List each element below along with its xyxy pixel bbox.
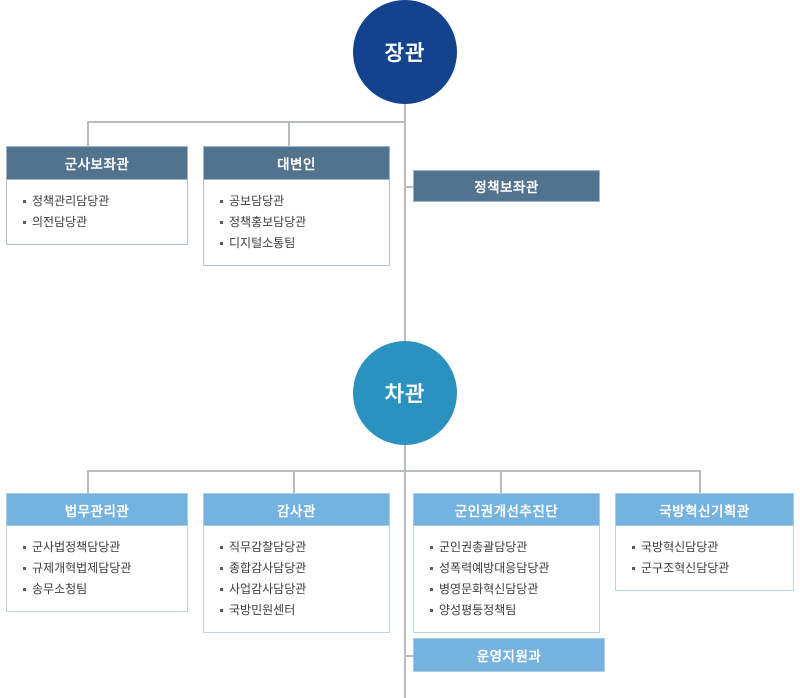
org-box-human-rights[interactable]: 군인권개선추진단 군인권총괄담당관 성폭력예방대응담당관 병영문화혁신담당관 양… xyxy=(413,493,600,633)
org-box-defense-innovation[interactable]: 국방혁신기획관 국방혁신담당관 군구조혁신담당관 xyxy=(615,493,794,591)
list-item: 군인권총괄담당관 xyxy=(430,537,591,558)
connector-drop-defense-innovation xyxy=(699,470,701,494)
connector-drop-human-rights xyxy=(500,470,502,494)
org-box-military-aide-header[interactable]: 군사보좌관 xyxy=(6,146,188,180)
list-item: 공보담당관 xyxy=(220,191,381,212)
connector-bus-minister xyxy=(87,121,405,123)
org-box-operations-support[interactable]: 운영지원과 xyxy=(413,638,605,672)
org-box-military-aide[interactable]: 군사보좌관 정책관리담당관 의전담당관 xyxy=(6,146,188,245)
org-box-policy-adviser[interactable]: 정책보좌관 xyxy=(413,170,600,202)
connector-drop-military-aide xyxy=(87,121,89,147)
org-box-policy-adviser-title: 정책보좌관 xyxy=(474,180,539,196)
org-box-inspector[interactable]: 감사관 직무감찰담당관 종합감사담당관 사업감사담당관 국방민원센터 xyxy=(203,493,390,633)
list-item: 군사법정책담당관 xyxy=(23,537,179,558)
node-vice-minister-label: 차관 xyxy=(384,382,426,406)
org-box-operations-support-header[interactable]: 운영지원과 xyxy=(413,638,605,672)
org-box-spokesperson-body: 공보담당관 정책홍보담당관 디지털소통팀 xyxy=(203,180,390,266)
list-item: 의전담당관 xyxy=(23,212,179,233)
org-box-inspector-title: 감사관 xyxy=(277,503,316,520)
org-box-legal-affairs[interactable]: 법무관리관 군사법정책담당관 규제개혁법제담당관 송무소청팀 xyxy=(6,493,188,612)
connector-trunk-vice-minister xyxy=(404,444,406,698)
connector-drop-spokesperson xyxy=(288,121,290,147)
list-item: 규제개혁법제담당관 xyxy=(23,558,179,579)
list-item: 사업감사담당관 xyxy=(220,579,381,600)
node-vice-minister[interactable]: 차관 xyxy=(353,341,457,445)
org-box-military-aide-list: 정책관리담당관 의전담당관 xyxy=(7,191,187,233)
connector-stub-operations-support xyxy=(404,655,414,657)
list-item: 병영문화혁신담당관 xyxy=(430,579,591,600)
list-item: 종합감사담당관 xyxy=(220,558,381,579)
org-box-policy-adviser-header[interactable]: 정책보좌관 xyxy=(413,170,600,202)
org-box-inspector-header[interactable]: 감사관 xyxy=(203,493,390,526)
org-box-military-aide-body: 정책관리담당관 의전담당관 xyxy=(6,180,188,245)
list-item: 정책관리담당관 xyxy=(23,191,179,212)
org-box-defense-innovation-header[interactable]: 국방혁신기획관 xyxy=(615,493,794,526)
connector-stub-policy-adviser xyxy=(404,186,414,188)
node-minister-label: 장관 xyxy=(384,41,426,65)
connector-trunk-minister xyxy=(404,104,406,454)
org-box-legal-affairs-header[interactable]: 법무관리관 xyxy=(6,493,188,526)
org-box-spokesperson-list: 공보담당관 정책홍보담당관 디지털소통팀 xyxy=(204,191,389,254)
node-minister[interactable]: 장관 xyxy=(353,0,457,104)
org-box-defense-innovation-title: 국방혁신기획관 xyxy=(659,503,750,520)
connector-bus-vice-minister xyxy=(87,470,701,472)
org-box-spokesperson-header[interactable]: 대변인 xyxy=(203,146,390,180)
list-item: 군구조혁신담당관 xyxy=(632,558,785,579)
org-box-human-rights-list: 군인권총괄담당관 성폭력예방대응담당관 병영문화혁신담당관 양성평등정책팀 xyxy=(414,537,599,621)
list-item: 직무감찰담당관 xyxy=(220,537,381,558)
org-box-human-rights-body: 군인권총괄담당관 성폭력예방대응담당관 병영문화혁신담당관 양성평등정책팀 xyxy=(413,526,600,633)
list-item: 성폭력예방대응담당관 xyxy=(430,558,591,579)
org-box-spokesperson[interactable]: 대변인 공보담당관 정책홍보담당관 디지털소통팀 xyxy=(203,146,390,266)
org-box-inspector-list: 직무감찰담당관 종합감사담당관 사업감사담당관 국방민원센터 xyxy=(204,537,389,621)
connector-drop-inspector xyxy=(293,470,295,494)
list-item: 디지털소통팀 xyxy=(220,233,381,254)
org-box-defense-innovation-list: 국방혁신담당관 군구조혁신담당관 xyxy=(616,537,793,579)
list-item: 국방민원센터 xyxy=(220,600,381,621)
org-box-military-aide-title: 군사보좌관 xyxy=(64,157,130,173)
connector-drop-legal-affairs xyxy=(87,470,89,494)
list-item: 정책홍보담당관 xyxy=(220,212,381,233)
org-box-human-rights-title: 군인권개선추진단 xyxy=(454,503,559,520)
org-box-defense-innovation-body: 국방혁신담당관 군구조혁신담당관 xyxy=(615,526,794,591)
list-item: 국방혁신담당관 xyxy=(632,537,785,558)
org-box-inspector-body: 직무감찰담당관 종합감사담당관 사업감사담당관 국방민원센터 xyxy=(203,526,390,633)
org-box-spokesperson-title: 대변인 xyxy=(277,157,316,173)
org-box-legal-affairs-body: 군사법정책담당관 규제개혁법제담당관 송무소청팀 xyxy=(6,526,188,612)
org-box-legal-affairs-title: 법무관리관 xyxy=(64,503,130,520)
list-item: 양성평등정책팀 xyxy=(430,600,591,621)
list-item: 송무소청팀 xyxy=(23,579,179,600)
org-box-legal-affairs-list: 군사법정책담당관 규제개혁법제담당관 송무소청팀 xyxy=(7,537,187,600)
org-box-operations-support-title: 운영지원과 xyxy=(476,649,542,665)
org-box-human-rights-header[interactable]: 군인권개선추진단 xyxy=(413,493,600,526)
